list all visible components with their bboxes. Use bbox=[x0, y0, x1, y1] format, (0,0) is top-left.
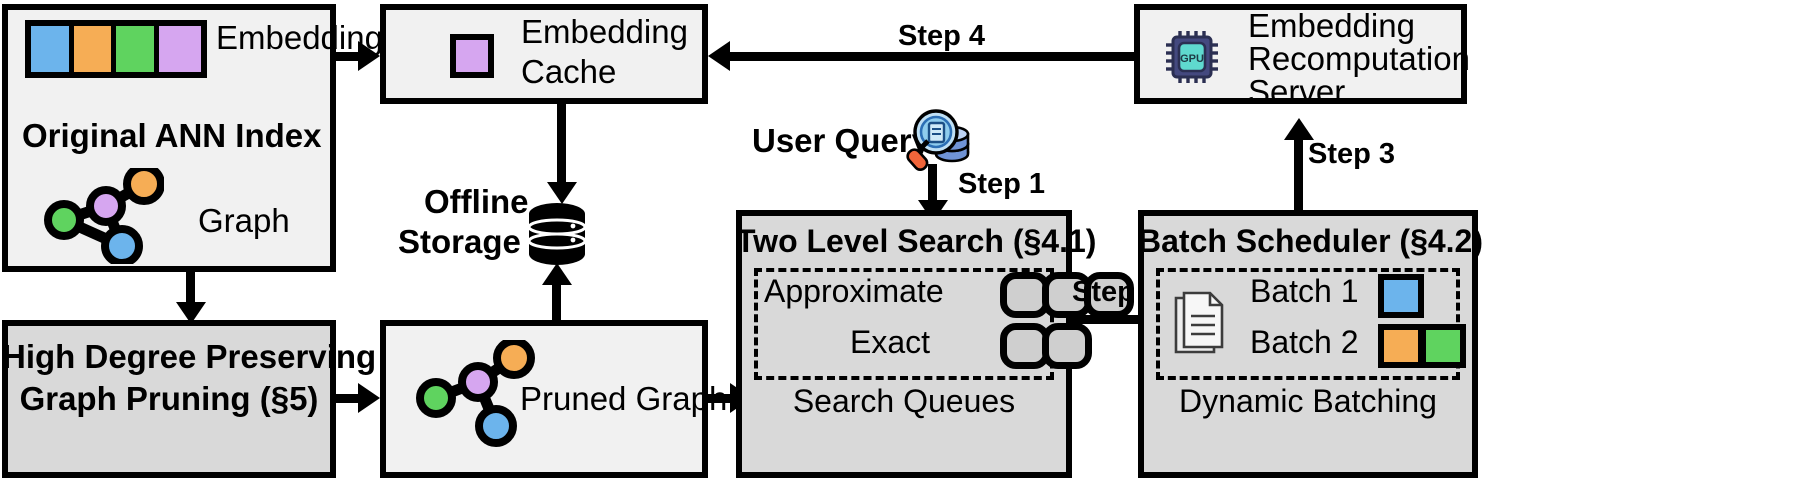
arrow-step4-shaft bbox=[730, 52, 1134, 61]
arrow-step2-shaft bbox=[1072, 315, 1158, 324]
batch-scheduler-title: Batch Scheduler (§4.2) bbox=[1138, 223, 1483, 259]
arrow-pruned-to-storage-shaft bbox=[552, 278, 561, 330]
dynamic-batching-footer: Dynamic Batching bbox=[1179, 383, 1437, 419]
query-search-icon bbox=[906, 109, 970, 172]
documents-stack-icon bbox=[1174, 291, 1224, 354]
pruned-graph-illustration bbox=[416, 340, 535, 447]
embedding-cache-swatch bbox=[450, 34, 494, 78]
database-cylinder-icon bbox=[527, 203, 587, 265]
arrow-pruning-to-pruned-shaft bbox=[336, 394, 364, 403]
pruned-graph-label: Pruned Graph bbox=[520, 380, 728, 417]
arrow-ann-to-pruning-shaft bbox=[186, 272, 195, 310]
graph-pruning-title-line2: Graph Pruning (§5) bbox=[19, 380, 319, 417]
step-1-label: Step 1 bbox=[958, 168, 1046, 200]
arrow-ann-to-pruning-head bbox=[176, 302, 206, 324]
arrow-pruned-to-storage-head bbox=[542, 263, 572, 285]
two-level-search-title: Two Level Search (§4.1) bbox=[736, 223, 1097, 259]
approximate-queue-slot-3[interactable] bbox=[1084, 272, 1134, 318]
batch-2-label: Batch 2 bbox=[1250, 324, 1359, 360]
step-4-label: Step 4 bbox=[898, 20, 986, 52]
batch-2-chip-green bbox=[1420, 324, 1466, 368]
search-queues-footer: Search Queues bbox=[792, 383, 1016, 419]
arrow-step4-head bbox=[708, 41, 730, 71]
gpu-chip-icon: GPU bbox=[1166, 31, 1218, 83]
embedding-vector-strip bbox=[25, 20, 207, 78]
exact-queue-slot-2[interactable] bbox=[1042, 323, 1092, 369]
arrow-ann-to-cache-shaft bbox=[336, 52, 364, 61]
arrow-cache-to-storage-head bbox=[547, 182, 577, 204]
embedding-cell-purple bbox=[158, 26, 201, 72]
embedding-cell-orange bbox=[73, 26, 117, 72]
offline-storage-label-line1: Offline bbox=[424, 183, 529, 220]
recomputation-server-line3: Server bbox=[1248, 73, 1346, 110]
offline-storage-label-line2: Storage bbox=[398, 223, 521, 260]
embedding-cache-box bbox=[380, 4, 708, 104]
embedding-cell-green bbox=[116, 26, 159, 72]
arrow-step1-shaft bbox=[928, 164, 937, 208]
approximate-row-label: Approximate bbox=[764, 273, 944, 309]
exact-row-label: Exact bbox=[850, 324, 931, 360]
original-ann-index-title: Original ANN Index bbox=[22, 117, 322, 154]
graph-pruning-box bbox=[2, 320, 336, 478]
arrow-pruning-to-pruned-head bbox=[358, 383, 380, 413]
step-3-label: Step 3 bbox=[1308, 138, 1396, 170]
arrow-ann-to-cache-head bbox=[358, 41, 380, 71]
embedding-cell-blue bbox=[31, 26, 74, 72]
batch-2-chip-orange bbox=[1378, 324, 1424, 368]
recomputation-server-line1: Embedding bbox=[1248, 7, 1415, 44]
embedding-label: Embedding bbox=[216, 19, 383, 56]
embedding-cache-title-line2: Cache bbox=[521, 53, 617, 90]
gpu-chip-text: GPU bbox=[1180, 53, 1204, 65]
ann-graph-label: Graph bbox=[198, 202, 290, 239]
arrow-step3-head bbox=[1284, 118, 1314, 140]
arrow-step3-shaft bbox=[1294, 133, 1303, 211]
arrow-pruned-to-search-shaft bbox=[708, 394, 736, 403]
batch-1-label: Batch 1 bbox=[1250, 273, 1359, 309]
embedding-cache-title-line1: Embedding bbox=[521, 13, 688, 50]
recomputation-server-line2: Recomputation bbox=[1248, 40, 1470, 77]
batch-1-chip-blue bbox=[1378, 274, 1424, 318]
arrow-cache-to-storage-shaft bbox=[557, 104, 566, 190]
graph-pruning-title-line1: High Degree Preserving bbox=[2, 338, 377, 375]
ann-graph-illustration bbox=[44, 168, 164, 264]
